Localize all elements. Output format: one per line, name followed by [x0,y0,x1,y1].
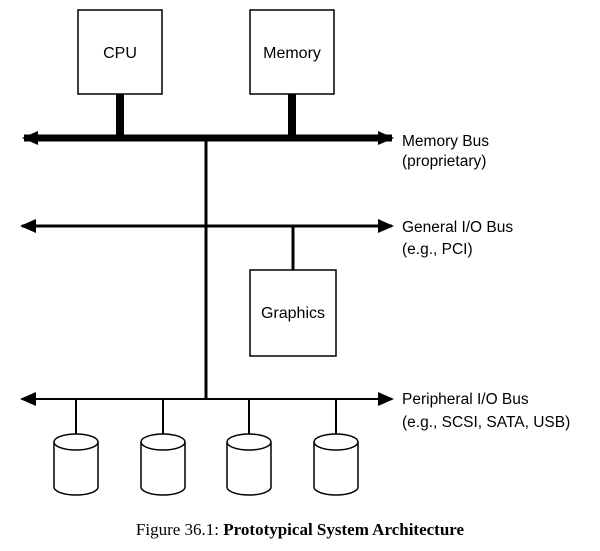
general-io-bus-name: General I/O Bus [402,219,513,236]
figure-number: Figure 36.1: [135,520,220,539]
figure-title: Prototypical System Architecture [223,520,465,539]
disk-icon [313,433,359,496]
disk-icon [226,433,272,496]
peripheral-io-bus-name: Peripheral I/O Bus [402,391,529,408]
graphics-box: Graphics [249,269,337,357]
cpu-box: CPU [77,9,163,95]
peripheral-io-bus-note: (e.g., SCSI, SATA, USB) [402,414,570,431]
general-io-bus-note: (e.g., PCI) [402,241,473,258]
disk-icon [140,433,186,496]
memory-label: Memory [263,45,321,62]
memory-box: Memory [249,9,335,95]
disk-icon [53,433,99,496]
cpu-label: CPU [103,45,137,62]
memory-bus-note: (proprietary) [402,153,486,170]
figure-caption: Figure 36.1: Prototypical System Archite… [0,520,600,540]
graphics-label: Graphics [261,305,325,322]
system-architecture-diagram: CPU Memory Memory Bus (proprietary) Gene… [20,9,570,496]
memory-bus-name: Memory Bus [402,133,489,150]
